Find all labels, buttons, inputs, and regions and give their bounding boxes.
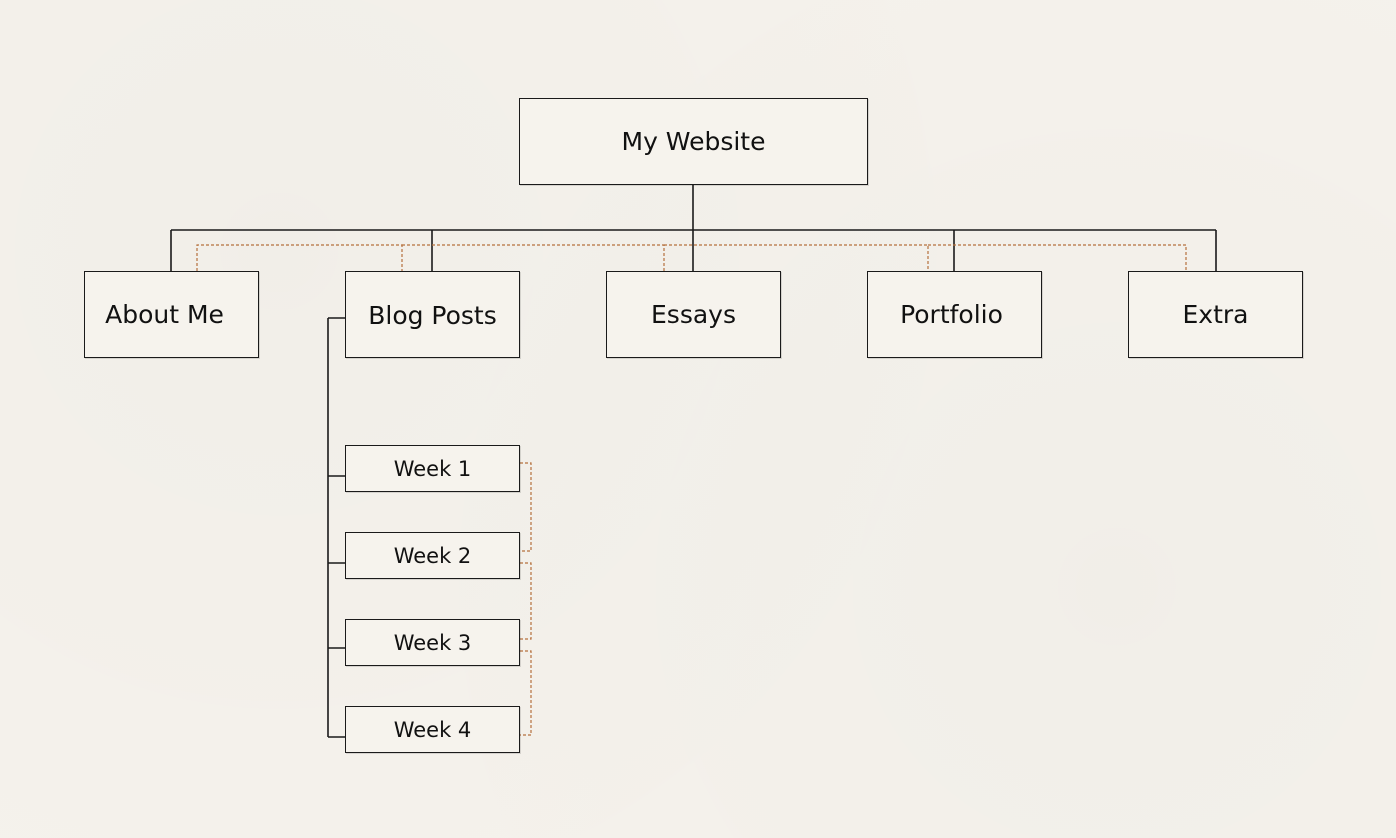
node-my-website[interactable]: My Website	[519, 98, 868, 185]
node-label: Blog Posts	[368, 301, 497, 330]
node-label: Week 2	[393, 543, 472, 568]
node-label: Portfolio	[900, 300, 1003, 329]
node-label: My Website	[621, 127, 766, 156]
dashed-link-week1-week2	[520, 462, 532, 552]
node-week-1[interactable]: Week 1	[345, 445, 520, 492]
node-label: Essays	[651, 300, 736, 329]
node-label: Week 1	[393, 456, 472, 481]
dashed-link-blog-essays	[402, 244, 665, 271]
node-label: Extra	[1182, 300, 1249, 329]
dashed-link-about-blog	[196, 244, 403, 271]
node-label: Week 3	[393, 630, 472, 655]
node-label: About Me	[105, 300, 224, 329]
dashed-link-week2-week3	[520, 562, 532, 640]
node-label: Week 4	[393, 717, 472, 742]
node-about-me[interactable]: About Me	[84, 271, 259, 358]
dashed-link-portfolio-extra	[928, 244, 1187, 271]
node-blog-posts[interactable]: Blog Posts	[345, 271, 520, 358]
node-week-2[interactable]: Week 2	[345, 532, 520, 579]
node-extra[interactable]: Extra	[1128, 271, 1303, 358]
dashed-link-week3-week4	[520, 650, 532, 736]
node-week-3[interactable]: Week 3	[345, 619, 520, 666]
node-essays[interactable]: Essays	[606, 271, 781, 358]
node-week-4[interactable]: Week 4	[345, 706, 520, 753]
node-portfolio[interactable]: Portfolio	[867, 271, 1042, 358]
dashed-link-essays-portfolio	[664, 244, 929, 271]
